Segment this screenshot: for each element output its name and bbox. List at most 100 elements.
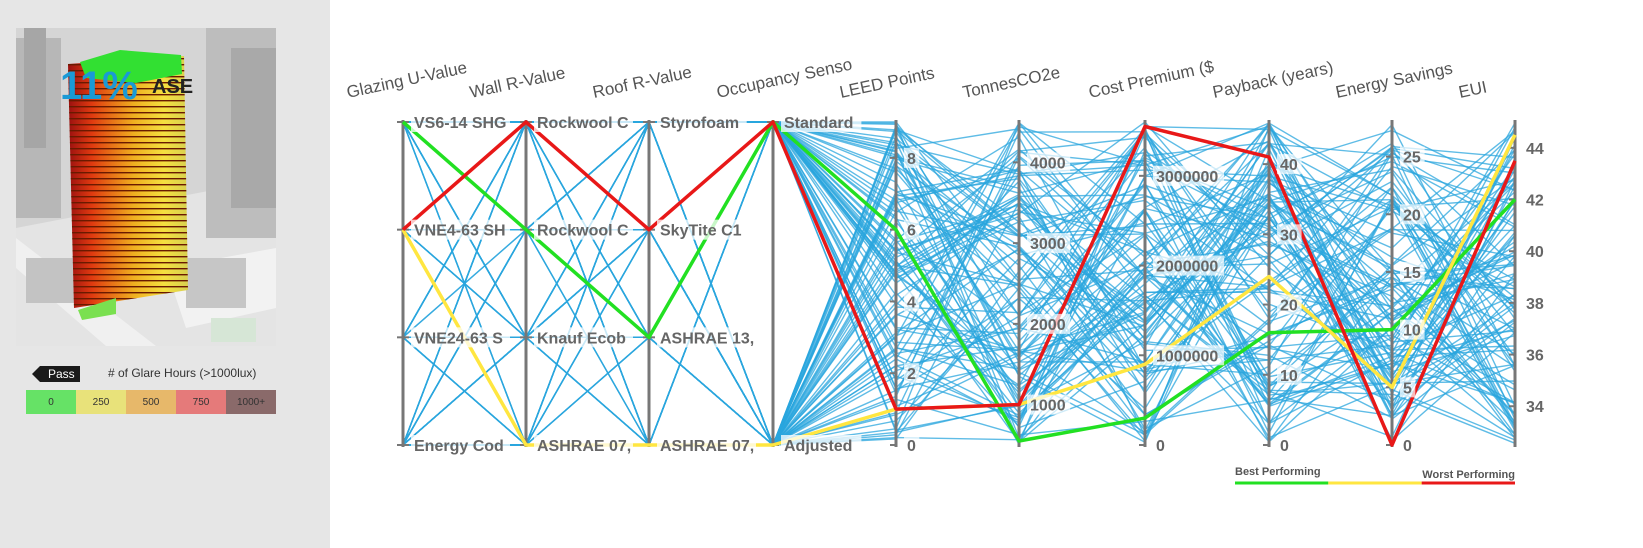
tick-label-bg — [1523, 344, 1548, 365]
tick-label: 1000000 — [1156, 348, 1218, 365]
category-label-bg — [411, 435, 510, 455]
tick-label: 20 — [1403, 207, 1421, 224]
highlight-line-worst — [401, 120, 1517, 447]
axes — [397, 120, 1517, 447]
category-label: Styrofoam — [660, 115, 739, 132]
tick-label-bg — [904, 219, 920, 240]
category-label-bg — [534, 327, 633, 348]
legend-best-label: Best Performing — [1235, 466, 1321, 478]
tick-label-bg — [1523, 292, 1548, 313]
glare-scale-cell: 750 — [176, 390, 226, 414]
category-label: VNE24-63 S — [414, 330, 503, 347]
tick-label: 42 — [1526, 193, 1544, 210]
tick-label: 15 — [1403, 265, 1421, 282]
tick-label: 0 — [1403, 438, 1412, 455]
category-label: ASHRAE 13, — [660, 330, 754, 347]
tick-label-bg — [904, 147, 920, 168]
glare-scale-cell: 250 — [76, 390, 126, 414]
category-label-bg — [781, 112, 862, 132]
ase-label: ASE — [152, 76, 194, 98]
tick-label: 4000 — [1030, 155, 1066, 172]
tick-label: 3000000 — [1156, 169, 1218, 186]
tick-label-bg — [1400, 319, 1425, 340]
tick-label: 44 — [1526, 141, 1544, 158]
glare-scale-title: # of Glare Hours (>1000lux) — [108, 366, 257, 380]
axis-title: Energy Savings — [1334, 59, 1454, 102]
glare-scale-cell: 500 — [126, 390, 176, 414]
tick-label-bg — [1153, 345, 1225, 366]
tick-label: 40 — [1280, 157, 1298, 174]
axis-title: Cost Premium ($ — [1087, 57, 1216, 102]
tick-label-bg — [1277, 435, 1293, 455]
tick-label: 2 — [907, 366, 916, 383]
tick-label-bg — [1277, 154, 1302, 175]
tower-glare-render — [16, 28, 276, 346]
tick-label: 1000 — [1030, 398, 1066, 415]
category-label: Adjusted — [784, 438, 852, 455]
tick-label: 40 — [1526, 244, 1544, 261]
tick-label-bg — [1027, 152, 1071, 173]
axis-title: Wall R-Value — [468, 63, 567, 102]
category-label-bg — [534, 435, 633, 455]
tick-label: 20 — [1280, 298, 1298, 315]
background-lines — [402, 120, 1516, 447]
category-label: ASHRAE 07, — [660, 438, 754, 455]
category-label-bg — [657, 112, 747, 132]
tower-glare-image — [16, 28, 276, 346]
category-label-bg — [657, 435, 756, 455]
category-label: Standard — [784, 115, 853, 132]
category-label-bg — [781, 435, 862, 455]
performance-legend: Best Performing Worst Performing — [1235, 466, 1515, 485]
tick-label: 8 — [907, 151, 916, 168]
tick-label-bg — [904, 435, 920, 455]
tick-label-bg — [904, 291, 920, 312]
tick-label-bg — [1277, 364, 1302, 385]
tick-label: 0 — [1280, 438, 1289, 455]
tick-label-bg — [1523, 241, 1548, 262]
tick-label: 2000 — [1030, 317, 1066, 334]
tick-label: 0 — [1156, 438, 1165, 455]
axis-title: Payback (years) — [1211, 58, 1335, 102]
axis-title: EUI — [1457, 77, 1489, 101]
tick-label: 0 — [907, 438, 916, 455]
category-label: ASHRAE 07, — [537, 438, 631, 455]
category-label: SkyTite C1 — [660, 223, 742, 240]
tick-label-bg — [1400, 261, 1425, 282]
tick-label: 34 — [1526, 399, 1544, 416]
category-label-bg — [411, 112, 510, 132]
axis-title: TonnesCO2e — [961, 63, 1062, 102]
tick-label-bg — [1153, 255, 1225, 276]
tick-label: 25 — [1403, 150, 1421, 167]
category-label-bg — [534, 219, 633, 240]
ase-value: 11% — [60, 64, 138, 108]
axis-title: Roof R-Value — [591, 62, 694, 102]
category-label-bg — [411, 327, 510, 348]
category-label: Knauf Ecob — [537, 330, 626, 347]
tick-label: 38 — [1526, 296, 1544, 313]
category-label-bg — [657, 219, 756, 240]
category-label: Rockwool C — [537, 115, 629, 132]
tick-label-bg — [1400, 204, 1425, 225]
tick-label: 30 — [1280, 227, 1298, 244]
tick-label-bg — [1277, 224, 1302, 245]
tick-label-bg — [904, 363, 920, 384]
category-label: Energy Cod — [414, 438, 504, 455]
tick-label: 6 — [907, 223, 916, 240]
tick-label: 10 — [1403, 323, 1421, 340]
tick-label-bg — [1027, 394, 1071, 415]
axis-title: Glazing U-Value — [345, 58, 469, 102]
legend-worst-label: Worst Performing — [1422, 469, 1515, 481]
category-label: Rockwool C — [537, 223, 629, 240]
category-label-bg — [411, 219, 510, 240]
tick-label-bg — [1153, 165, 1225, 186]
tick-label-bg — [1400, 435, 1416, 455]
design-line — [402, 192, 1516, 446]
tick-label-bg — [1400, 146, 1425, 167]
category-label: VS6-14 SHG — [414, 115, 506, 132]
tick-label: 3000 — [1030, 236, 1066, 253]
tick-label: 10 — [1280, 368, 1298, 385]
